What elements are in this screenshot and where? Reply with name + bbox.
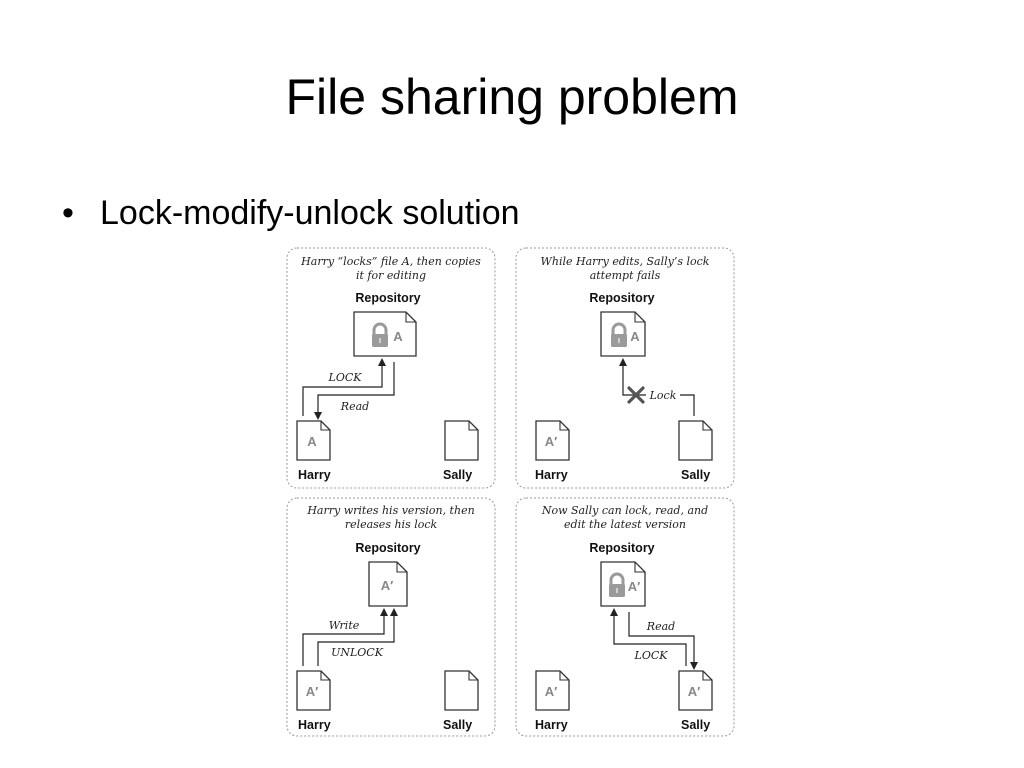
panel-1-repository-label: Repository: [355, 291, 420, 305]
panel-2-harry-file-icon: A′: [535, 420, 570, 461]
panel-2-sally-label: Sally: [681, 468, 710, 482]
panel-1-arrow-label-read: Read: [340, 400, 369, 413]
panel-4-read-arrow: [628, 612, 698, 670]
panel-2-lock-attempt-line-a: [680, 394, 695, 416]
panel-3-harry-file-label: A′: [306, 684, 319, 699]
diagram-svg: Harry “locks” file A, then copies it for…: [286, 247, 735, 737]
panel-3-repo-file-icon: A′: [368, 561, 408, 607]
panel-4-sally-file-icon: A′: [678, 670, 713, 711]
panel-2-sally-file-icon: [678, 420, 713, 461]
panel-2-repo-file-icon: A: [600, 311, 646, 357]
panel-1-border: [286, 247, 496, 489]
panel-4-harry-file-icon: A′: [535, 670, 570, 711]
panel-2-harry-label: Harry: [535, 468, 568, 482]
panel-4-harry-label: Harry: [535, 718, 568, 732]
bullet-text: Lock-modify-unlock solution: [100, 194, 520, 232]
panel-2-harry-file-label: A′: [545, 434, 558, 449]
panel-3-harry-file-icon: A′: [296, 670, 331, 711]
panel-4-repo-file-label: A′: [628, 579, 641, 594]
panel-1: Harry “locks” file A, then copies it for…: [286, 247, 496, 489]
panel-3-caption-line-1: Harry writes his version, then: [306, 504, 474, 517]
panel-2-caption-line-1: While Harry edits, Sally’s lock: [541, 255, 710, 268]
panel-3-unlock-arrow: [317, 608, 398, 666]
panel-2-caption-line-2: attempt fails: [590, 269, 661, 282]
panel-3-caption-line-2: releases his lock: [345, 518, 438, 531]
panel-1-lock-arrow: [302, 358, 386, 416]
panel-3-harry-label: Harry: [298, 718, 331, 732]
panel-2: While Harry edits, Sally’s lock attempt …: [515, 247, 735, 489]
panel-1-read-arrow: [314, 362, 395, 420]
panel-3-repo-file-label: A′: [381, 578, 394, 593]
panel-3-border: [286, 497, 496, 737]
lock-modify-unlock-diagram: Harry “locks” file A, then copies it for…: [270, 240, 750, 740]
panel-1-harry-file-icon: A: [296, 420, 331, 461]
panel-2-arrow-label-lock: Lock: [649, 389, 677, 402]
panel-1-harry-file-label: A: [307, 434, 317, 449]
failed-lock-x-icon: [627, 386, 645, 404]
panel-3-sally-file-icon: [444, 670, 479, 711]
panel-3-write-arrow: [302, 608, 388, 666]
panel-1-caption-line-2: it for editing: [356, 269, 426, 282]
panel-1-sally-label: Sally: [443, 468, 472, 482]
panel-4-lock-arrow: [610, 608, 687, 666]
panel-4-caption-line-2: edit the latest version: [564, 518, 686, 531]
bullet-item: • Lock-modify-unlock solution: [62, 190, 520, 236]
panel-3-sally-label: Sally: [443, 718, 472, 732]
panel-4-repo-file-icon: A′: [600, 561, 646, 607]
panel-2-lock-attempt-line-b: [619, 358, 646, 396]
panel-1-repo-file-label: A: [393, 329, 403, 344]
panel-2-border: [515, 247, 735, 489]
panel-4-sally-label: Sally: [681, 718, 710, 732]
panel-1-repo-file-icon: A: [353, 311, 417, 357]
panel-4-arrow-label-read: Read: [646, 620, 675, 633]
panel-2-repository-label: Repository: [589, 291, 654, 305]
panel-1-caption-line-1: Harry “locks” file A, then copies: [300, 255, 481, 268]
panel-3-arrow-label-write: Write: [329, 619, 360, 632]
panel-3-arrow-label-unlock: UNLOCK: [331, 646, 384, 659]
slide-title: File sharing problem: [285, 69, 739, 125]
panel-4-caption-line-1: Now Sally can lock, read, and: [541, 504, 708, 517]
panel-4-repository-label: Repository: [589, 541, 654, 555]
panel-1-arrow-label-lock: LOCK: [328, 371, 363, 384]
panel-4-harry-file-label: A′: [545, 684, 558, 699]
panel-1-harry-label: Harry: [298, 468, 331, 482]
bullet-dot: •: [62, 194, 74, 232]
panel-2-repo-file-label: A: [630, 329, 640, 344]
panel-1-sally-file-icon: [444, 420, 479, 461]
panel-4-arrow-label-lock: LOCK: [634, 649, 669, 662]
panel-3-repository-label: Repository: [355, 541, 420, 555]
panel-4-sally-file-label: A′: [688, 684, 701, 699]
panel-3: Harry writes his version, then releases …: [286, 497, 496, 737]
panel-4-border: [515, 497, 735, 737]
panel-4: Now Sally can lock, read, and edit the l…: [515, 497, 735, 737]
